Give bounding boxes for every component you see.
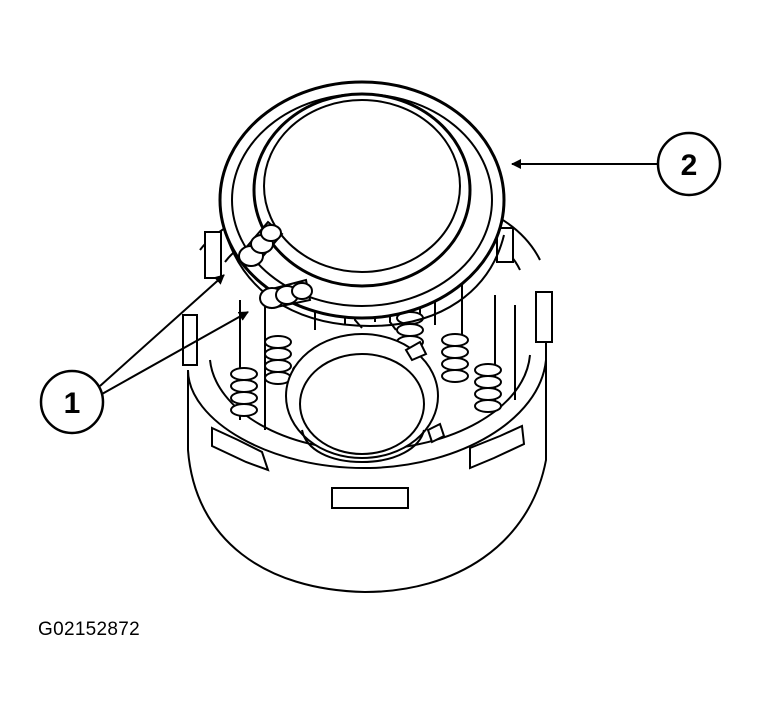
callout-1-leader-lower <box>101 311 249 395</box>
ring-inner-edge <box>252 92 472 288</box>
plug-upper <box>238 220 284 267</box>
rim-tab <box>204 231 222 279</box>
callout-2: 2 <box>511 131 722 197</box>
rim-tab <box>469 424 526 470</box>
callout-2-label: 2 <box>681 149 698 182</box>
spring <box>264 335 292 385</box>
rim-tab <box>182 314 198 366</box>
spring <box>474 363 502 413</box>
hub-inner-ring <box>299 353 425 455</box>
figure-id: G02152872 <box>38 619 141 640</box>
spring <box>441 333 469 383</box>
plugs <box>238 220 313 310</box>
hub-bore <box>301 429 425 464</box>
ring-part <box>218 80 506 328</box>
callout-1-leader-upper <box>99 274 225 387</box>
rim-tab <box>496 227 514 263</box>
plug-lower <box>259 278 313 310</box>
callout-1: 1 <box>39 274 249 435</box>
spring <box>230 367 258 417</box>
callout-1-label: 1 <box>64 387 81 420</box>
rim-tab <box>535 291 553 343</box>
ring-thickness <box>227 234 505 328</box>
pocket-wall <box>239 295 516 430</box>
rim-tab <box>211 426 270 472</box>
ring-inner-lip <box>263 99 461 273</box>
housing-rim-front <box>187 359 547 470</box>
center-hub <box>285 333 446 464</box>
hub-notch <box>404 340 446 444</box>
rim-tab <box>331 487 409 509</box>
